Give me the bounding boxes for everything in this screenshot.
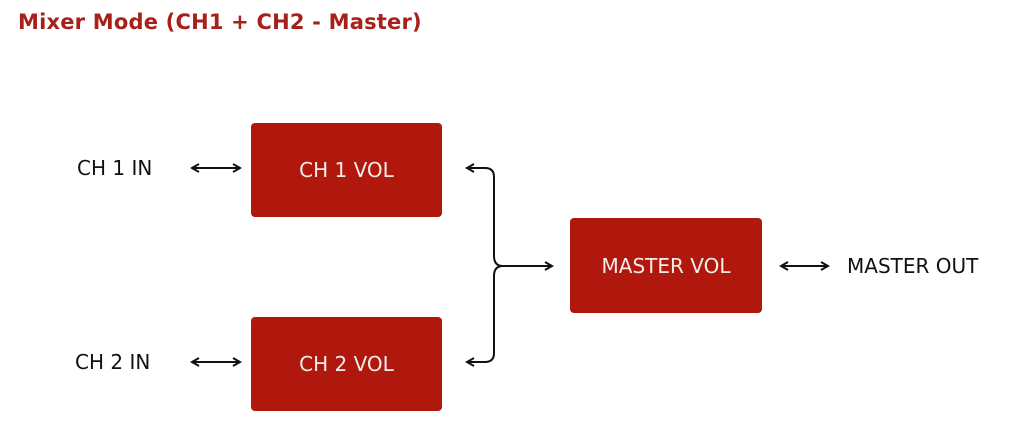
ch1-to-master-bracket: [467, 168, 504, 267]
ch1-in-label: CH 1 IN: [77, 156, 153, 180]
master-vol-label: MASTER VOL: [601, 253, 731, 278]
master-vol-block: MASTER VOL: [570, 218, 762, 313]
ch1-vol-block: CH 1 VOL: [251, 123, 442, 217]
ch2-in-label: CH 2 IN: [75, 350, 151, 374]
ch1-vol-label: CH 1 VOL: [299, 158, 394, 182]
master-out-label: MASTER OUT: [847, 254, 979, 278]
ch2-to-master-bracket: [467, 265, 504, 362]
ch2-vol-label: CH 2 VOL: [299, 352, 394, 376]
ch2-vol-block: CH 2 VOL: [251, 317, 442, 411]
diagram-title: Mixer Mode (CH1 + CH2 - Master): [18, 10, 422, 34]
